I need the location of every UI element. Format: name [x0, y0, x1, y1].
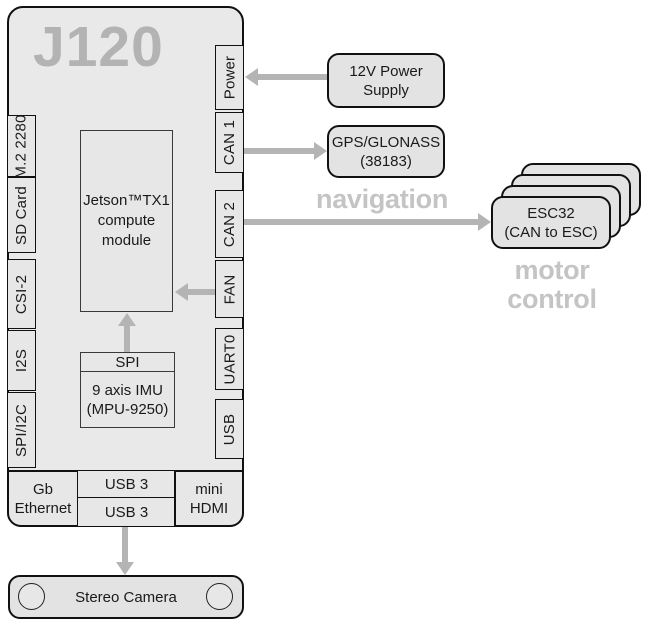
port-fan-label: FAN — [221, 274, 238, 304]
port-csi-2: CSI-2 — [7, 259, 36, 329]
usb3-bottom-label: USB 3 — [104, 503, 149, 521]
motor-line2: control — [507, 284, 597, 314]
port-can2: CAN 2 — [215, 190, 244, 258]
motor-control-annotation: motor control — [490, 256, 614, 314]
arrow-head-down-icon — [116, 562, 134, 575]
port-spi-i2c: SPI/I2C — [7, 392, 36, 468]
port-gb-ethernet: Gb Ethernet — [7, 470, 79, 527]
jetson-line1: Jetson™TX1 — [83, 192, 170, 209]
psu-line1: 12V Power — [349, 62, 423, 80]
port-spi-i2c-label: SPI/I2C — [13, 403, 30, 457]
port-fan: FAN — [215, 260, 244, 318]
port-power: Power — [215, 45, 244, 110]
port-uart0-label: UART0 — [221, 334, 238, 384]
port-m2-2280-label: M.2 2280 — [13, 113, 30, 179]
port-usb: USB — [215, 399, 244, 459]
port-can2-label: CAN 2 — [221, 201, 238, 247]
port-csi-2-label: CSI-2 — [13, 274, 30, 314]
psu-line2: Supply — [363, 81, 409, 99]
arrow-head-right-icon — [478, 213, 491, 231]
j120-board: J120 — [7, 6, 244, 527]
imu-line1: 9 axis IMU — [92, 381, 163, 399]
esc-line1: ESC32 — [527, 204, 575, 222]
arrow-head-right-icon — [314, 142, 327, 160]
spi-box: SPI — [80, 352, 175, 373]
esc-line2: (CAN to ESC) — [504, 223, 598, 241]
imu-line2: (MPU-9250) — [86, 400, 169, 418]
imu-box: 9 axis IMU (MPU-9250) — [80, 371, 175, 428]
port-i2s-label: I2S — [13, 348, 30, 373]
port-usb-label: USB — [221, 413, 239, 445]
gps-glonass-box: GPS/GLONASS (38183) — [327, 125, 445, 178]
port-uart0: UART0 — [215, 328, 244, 390]
arrow-head-left-icon — [245, 68, 258, 86]
arrow-line — [124, 326, 130, 353]
power-supply-box: 12V Power Supply — [327, 53, 445, 108]
camera-lens-left-icon — [18, 583, 45, 610]
jetson-line3: module — [101, 232, 152, 249]
board-title: J120 — [33, 15, 164, 79]
gps-line1: GPS/GLONASS — [331, 133, 441, 151]
esc32-box: ESC32 (CAN to ESC) — [491, 196, 611, 249]
arrow-line — [122, 527, 128, 563]
arrow-head-left-icon — [175, 283, 188, 301]
spi-label: SPI — [115, 353, 140, 371]
stereo-camera-label: Stereo Camera — [75, 588, 177, 606]
jetson-tx1-module: Jetson™TX1 compute module — [80, 130, 173, 312]
port-power-label: Power — [221, 55, 238, 100]
arrow-line — [257, 74, 327, 80]
arrow-line — [244, 148, 315, 154]
hdmi-line1: mini — [195, 480, 223, 498]
gps-line2: (38183) — [360, 152, 412, 170]
arrow-line — [244, 219, 479, 225]
hdmi-line2: HDMI — [189, 499, 229, 517]
port-can1: CAN 1 — [215, 112, 244, 173]
arrow-line — [188, 289, 217, 295]
navigation-annotation: navigation — [316, 184, 449, 214]
port-i2s: I2S — [7, 330, 36, 391]
camera-lens-right-icon — [206, 583, 233, 610]
port-sd-card: SD Card — [7, 177, 36, 253]
port-sd-card-label: SD Card — [13, 185, 31, 245]
usb3-top-label: USB 3 — [104, 476, 149, 493]
ethernet-line1: Gb — [32, 480, 53, 498]
port-mini-hdmi: mini HDMI — [174, 470, 244, 527]
ethernet-line2: Ethernet — [14, 499, 72, 517]
port-usb3-top: USB 3 — [77, 470, 176, 499]
port-m2-2280: M.2 2280 — [7, 113, 36, 179]
jetson-line2: compute — [97, 212, 156, 229]
motor-line1: motor — [514, 255, 590, 285]
arrow-head-up-icon — [118, 313, 136, 326]
port-usb3-bottom: USB 3 — [77, 497, 176, 527]
port-can1-label: CAN 1 — [221, 119, 238, 166]
stereo-camera-box: Stereo Camera — [8, 575, 244, 619]
